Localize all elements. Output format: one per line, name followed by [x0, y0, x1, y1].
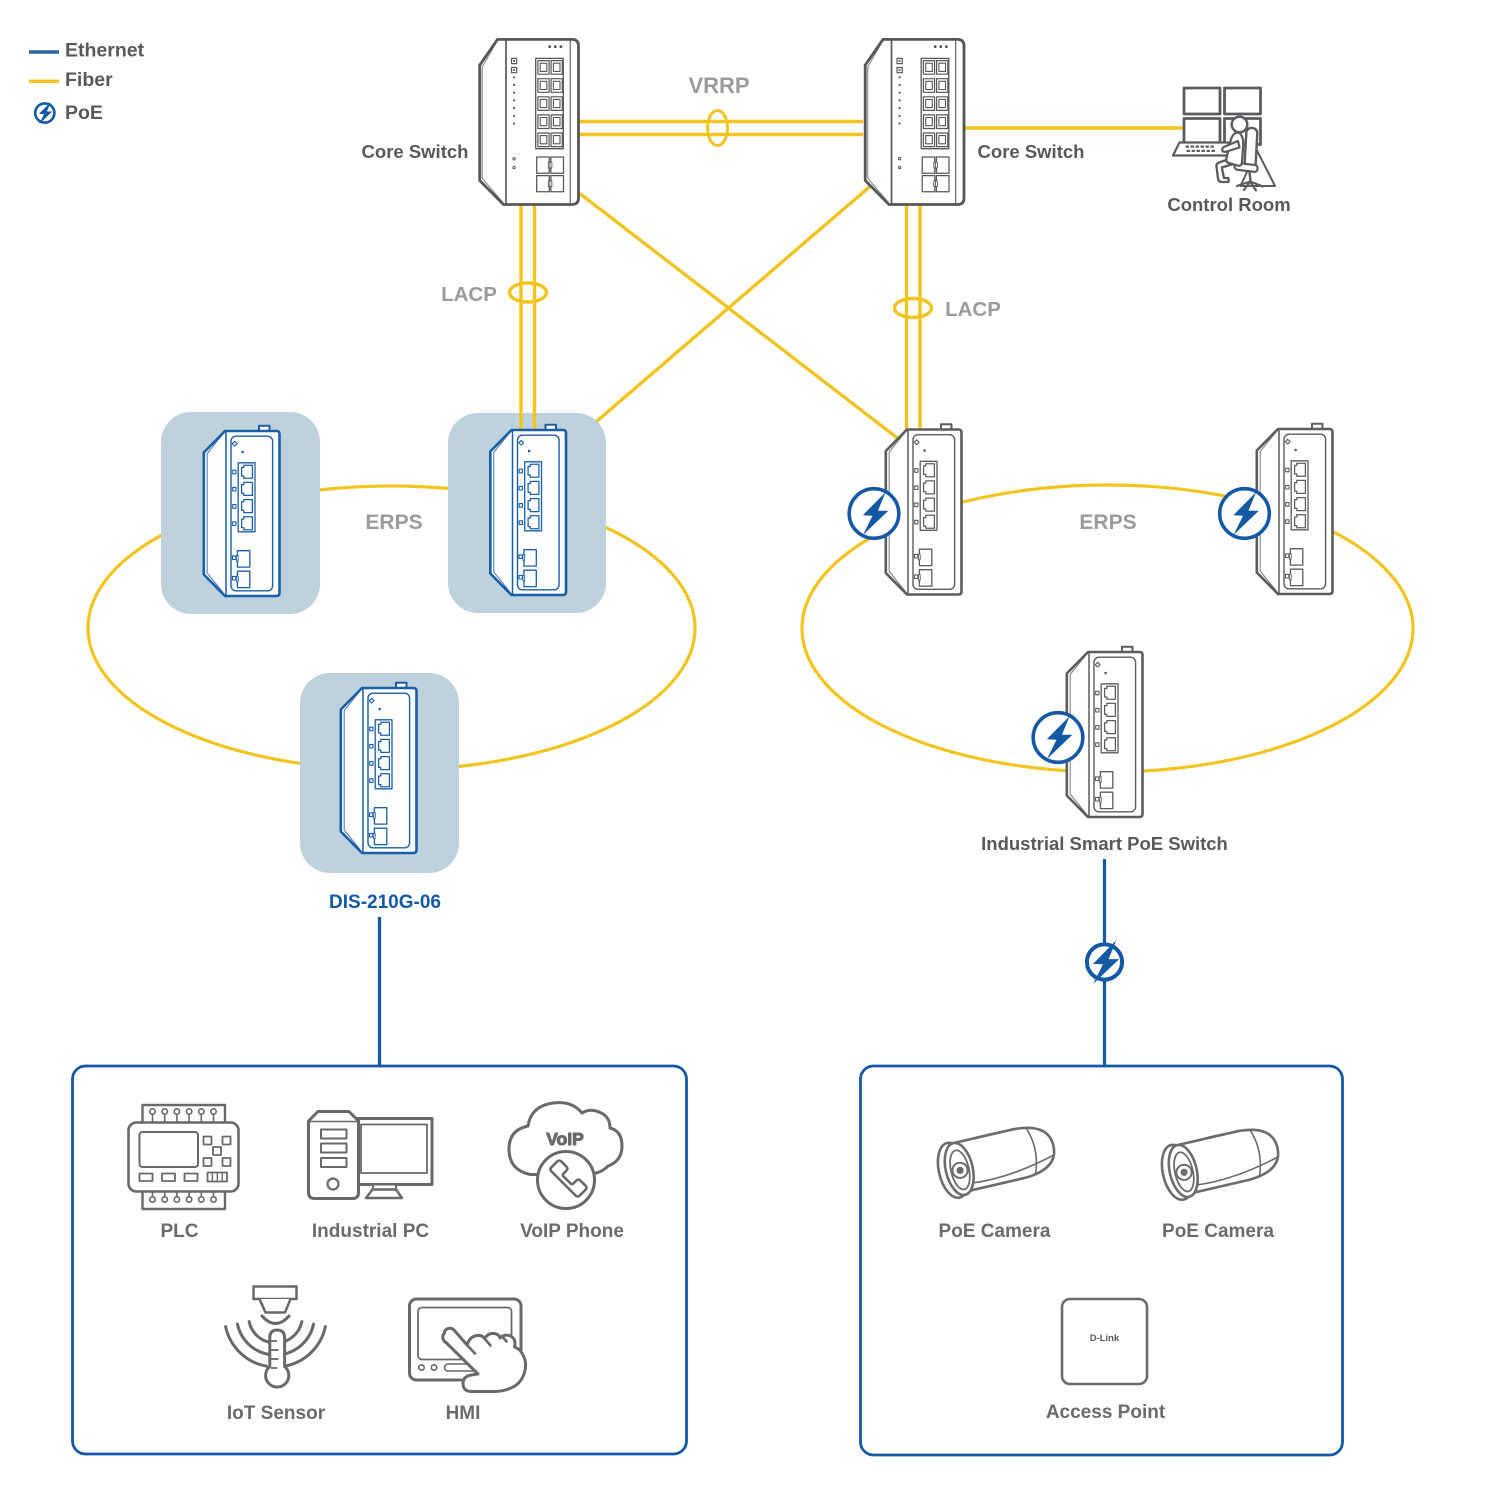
svg-text:Industrial Smart PoE Switch: Industrial Smart PoE Switch: [981, 833, 1228, 854]
svg-text:Core Switch: Core Switch: [978, 141, 1085, 162]
svg-text:VoIP: VoIP: [546, 1129, 584, 1149]
svg-text:IoT Sensor: IoT Sensor: [227, 1403, 326, 1424]
svg-text:PoE: PoE: [65, 102, 103, 124]
svg-text:D-Link: D-Link: [1090, 1333, 1120, 1344]
svg-text:PoE Camera: PoE Camera: [939, 1221, 1051, 1242]
svg-text:Fiber: Fiber: [65, 69, 113, 91]
svg-text:VoIP Phone: VoIP Phone: [520, 1221, 624, 1242]
svg-text:DIS-210G-06: DIS-210G-06: [329, 892, 441, 913]
svg-text:ERPS: ERPS: [1079, 511, 1136, 534]
svg-text:LACP: LACP: [441, 283, 497, 306]
svg-text:VRRP: VRRP: [688, 73, 749, 98]
svg-text:Control Room: Control Room: [1167, 194, 1290, 215]
svg-text:Industrial PC: Industrial PC: [312, 1221, 429, 1242]
svg-text:PLC: PLC: [161, 1221, 199, 1242]
svg-text:LACP: LACP: [945, 298, 1001, 321]
svg-text:HMI: HMI: [446, 1403, 481, 1424]
svg-text:Core Switch: Core Switch: [362, 141, 469, 162]
svg-text:ERPS: ERPS: [365, 511, 422, 534]
svg-text:Ethernet: Ethernet: [65, 40, 145, 62]
svg-text:Access Point: Access Point: [1046, 1402, 1166, 1423]
svg-text:PoE Camera: PoE Camera: [1162, 1221, 1274, 1242]
